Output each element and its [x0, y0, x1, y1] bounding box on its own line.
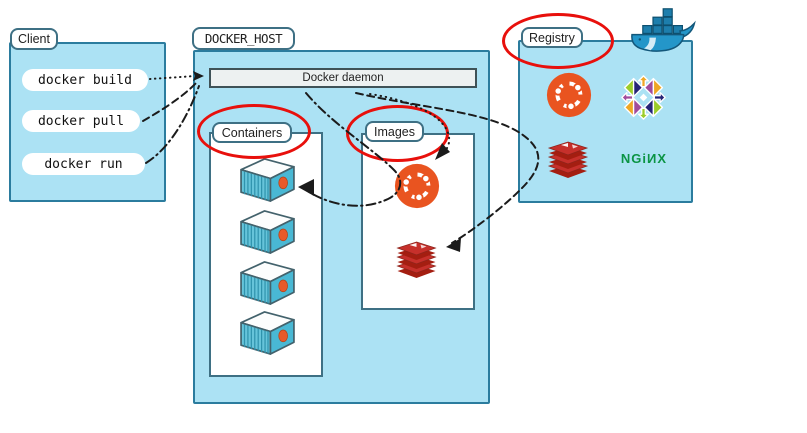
- command-docker-pull: docker pull: [22, 110, 140, 132]
- command-docker-run: docker run: [22, 153, 145, 175]
- container-icon: [240, 261, 295, 305]
- ubuntu-logo-icon: [546, 72, 592, 118]
- docker-whale-icon: [631, 8, 696, 52]
- container-icon: [240, 158, 295, 202]
- containers-highlight-ellipse: [197, 104, 311, 159]
- client-tab: Client: [10, 28, 58, 50]
- container-icon: [240, 210, 295, 254]
- nginx-wordmark: NGiИX: [620, 151, 668, 166]
- docker-daemon-bar: Docker daemon: [209, 68, 477, 88]
- redis-logo-icon: [547, 141, 589, 178]
- images-highlight-ellipse: [346, 105, 449, 162]
- centos-logo-icon: [621, 75, 666, 120]
- registry-highlight-ellipse: [502, 13, 614, 69]
- docker-host-tab: DOCKER_HOST: [192, 27, 295, 50]
- redis-logo-icon: [396, 241, 437, 278]
- ubuntu-logo-icon: [394, 163, 440, 209]
- container-icon: [240, 311, 295, 355]
- command-docker-build: docker build: [22, 69, 148, 91]
